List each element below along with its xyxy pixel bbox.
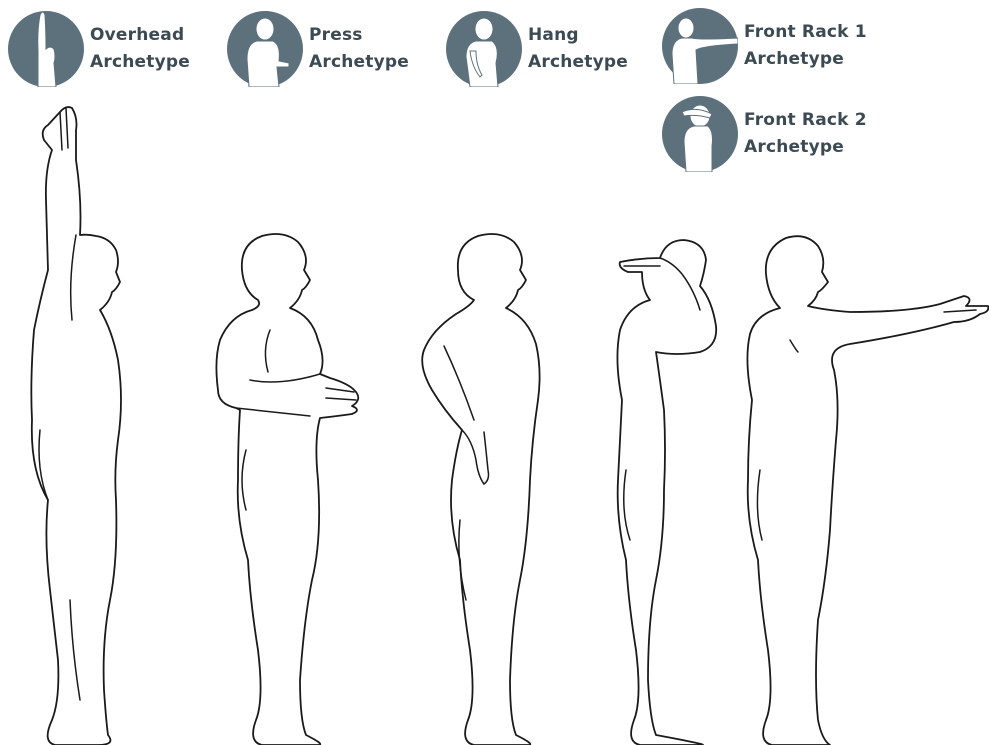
press-figure	[216, 234, 358, 745]
front-rack-1-figure	[747, 236, 988, 745]
hang-figure	[422, 234, 539, 745]
front-rack-2-figure	[617, 240, 716, 745]
overhead-figure	[31, 107, 121, 745]
